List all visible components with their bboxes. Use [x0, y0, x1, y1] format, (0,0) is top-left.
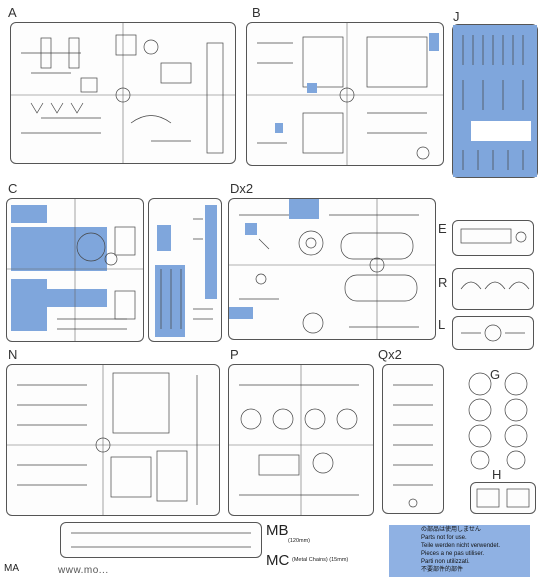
watermark-right: www.mo...: [58, 565, 109, 576]
sprue-n-parts: [7, 365, 219, 515]
sprue-b-parts: [247, 23, 443, 165]
sprue-n: [6, 364, 220, 516]
sprue-c2-parts: [155, 205, 217, 337]
sprue-r-parts: [460, 281, 530, 290]
unused-parts-note: の部品は使用しません Parts not for use. Teile werd…: [421, 526, 500, 574]
sprue-d: [228, 198, 436, 340]
sprue-c: [6, 198, 144, 342]
sprue-label-e: E: [438, 221, 447, 236]
unused-line-2: Teile werden nicht verwendet.: [421, 543, 501, 549]
mc-label: MC: [266, 552, 290, 569]
sprue-c2: [148, 198, 222, 342]
sprue-r: [452, 268, 534, 310]
mc-note: (Metal Chains) (15mm): [292, 557, 349, 563]
sprue-h-parts: [476, 488, 530, 508]
sprue-l: [452, 316, 534, 350]
unused-line-0: の部品は使用しません: [421, 527, 481, 533]
sprue-label-l: L: [438, 317, 446, 332]
mb-label: MB: [266, 522, 289, 539]
sprue-label-h: H: [492, 467, 502, 482]
sprue-label-c: C: [8, 181, 18, 196]
unused-parts-swatch: [389, 525, 530, 577]
sprue-q-parts: [393, 384, 433, 508]
sprue-label-r: R: [438, 275, 448, 290]
sprue-label-n: N: [8, 347, 18, 362]
sprue-c-parts: [7, 199, 143, 341]
wheels-icon: [468, 372, 528, 470]
mb-note: (120mm): [288, 538, 311, 544]
sprue-a-parts: [11, 23, 235, 163]
sprue-d-parts: [229, 199, 435, 339]
sprue-l-parts: [461, 324, 525, 342]
sprue-b: [246, 22, 444, 166]
unused-line-5: 不要部件的部件: [421, 567, 464, 573]
parts-g-wheels: [462, 370, 536, 470]
sprue-h: [470, 482, 536, 514]
sprue-j: [452, 24, 538, 178]
unused-line-1: Parts not for use.: [421, 535, 467, 541]
sprue-label-dx2: Dx2: [230, 181, 254, 196]
sprue-label-b: B: [252, 5, 261, 20]
sprue-j-parts: [453, 25, 537, 177]
sprue-q: [382, 364, 444, 514]
unused-line-3: Pieces a ne pas utiliser.: [421, 551, 485, 557]
sprue-a: [10, 22, 236, 164]
sprue-bottom-parts: [71, 532, 251, 548]
sprue-label-g: G: [490, 367, 501, 382]
sprue-p: [228, 364, 374, 516]
sprue-label-p: P: [230, 347, 239, 362]
sprue-bottom: [60, 522, 262, 558]
unused-line-4: Parti non utilizzati.: [421, 559, 470, 565]
sprue-label-j: J: [453, 9, 460, 24]
watermark-left: MA: [4, 563, 19, 574]
sprue-e: [452, 220, 534, 256]
sprue-p-parts: [229, 365, 373, 515]
sprue-label-qx2: Qx2: [378, 347, 402, 362]
sprue-e-parts: [460, 228, 527, 244]
sprue-label-a: A: [8, 5, 17, 20]
